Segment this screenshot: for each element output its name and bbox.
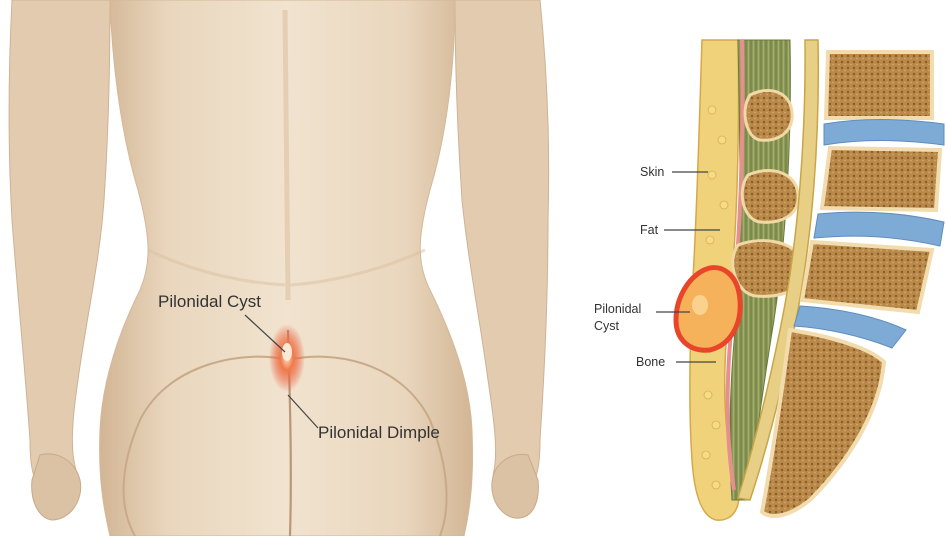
label-skin: Skin (640, 165, 664, 179)
cyst-core (282, 343, 292, 361)
left-arm (9, 0, 110, 500)
label-pilonidal-cyst: Pilonidal Cyst (158, 292, 261, 311)
back-view-panel: Pilonidal Cyst Pilonidal Dimple (9, 0, 549, 536)
sagittal-section-panel: Skin Fat Pilonidal Cyst Bone (594, 40, 944, 520)
spine-groove (285, 10, 288, 300)
label-pilonidal-cyst-line2: Cyst (594, 319, 620, 333)
label-pilonidal-cyst-line1: Pilonidal (594, 302, 641, 316)
label-pilonidal-dimple: Pilonidal Dimple (318, 423, 440, 442)
pilonidal-cyst (676, 268, 740, 351)
label-fat: Fat (640, 223, 659, 237)
label-bone: Bone (636, 355, 665, 369)
